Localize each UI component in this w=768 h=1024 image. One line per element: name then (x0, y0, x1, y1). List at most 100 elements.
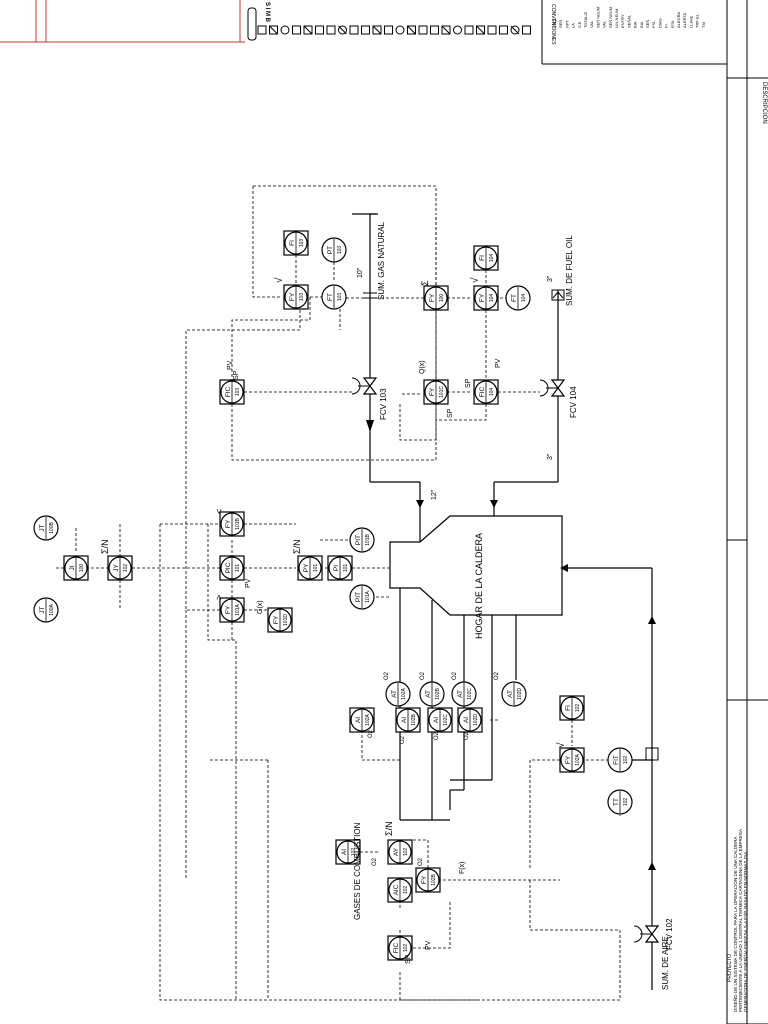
legend-symbol (395, 25, 405, 35)
annotation-fx: F(x) (459, 862, 466, 874)
instrument-number: 102 (351, 848, 357, 857)
legend-symbol (280, 25, 290, 35)
annotation-lt: < (214, 509, 224, 514)
instrument-number: 100 (439, 294, 445, 303)
annotation-pv_fic103: PV (227, 360, 234, 370)
legend-item: LA (571, 23, 576, 28)
instrument-tag: AT (391, 690, 398, 698)
legend-item: BIA (639, 21, 644, 28)
instrument-tag: JT (39, 524, 46, 531)
instrument-tag: FY (429, 293, 436, 302)
instrument-tag: AI (355, 717, 362, 723)
furnace-label: HOGAR DE LA CALDERA (474, 533, 484, 639)
process-labels: HOGAR DE LA CALDERA SUM. GAS NATURAL SUM… (353, 221, 674, 990)
legend-item: ALEGRA (676, 11, 681, 28)
instrument-tag: AT (425, 690, 432, 698)
instrument-number: 102 (575, 704, 581, 713)
conventions-header: CONVENCIONES (550, 4, 556, 45)
annotation-sqrt_2: √ (469, 277, 481, 283)
instrument-tag: FI (479, 255, 486, 261)
pipe-12-label: 12" (431, 489, 438, 500)
instrument-number: 101A (235, 604, 241, 616)
legend-item: RTA (670, 20, 675, 28)
instrument-tag: FY (421, 875, 428, 884)
annotation-gt: > (214, 595, 224, 600)
legend-symbol (349, 25, 359, 35)
instrument-tag: FIC (479, 386, 486, 397)
instrument-tag: FT (511, 294, 518, 302)
annotation-sum_n_2: Σ/N (292, 539, 302, 554)
fcv103-label: FCV 103 (379, 388, 388, 420)
legend-symbol (510, 25, 520, 35)
instrument-number: 102 (623, 798, 629, 807)
signal-lines (56, 185, 621, 1001)
instrument-tag: FY (289, 292, 296, 301)
legend-symbol (257, 25, 267, 35)
instrument-tag: FY (225, 519, 232, 528)
annotation-sqrt_1: √ (273, 277, 285, 283)
title-block: DESCRIPCION PROYECTO DISEÑO DE UN SISTEM… (727, 82, 767, 1012)
legend-item: S.E (577, 21, 582, 28)
process-lines (351, 213, 660, 990)
legend-symbol (464, 25, 474, 35)
legend-item: ENTRY (620, 14, 625, 28)
instrument-tag: JI (69, 565, 76, 570)
legend-item: SEÑ NEUM (595, 7, 600, 28)
instrument-number: 102B (435, 688, 441, 700)
legend-item: VAL (589, 20, 594, 28)
instrument-number: 102A (575, 754, 581, 766)
instrument-number: 102B (411, 714, 417, 726)
annotation-o2_at_c: O2 (452, 671, 458, 680)
annotation-qx: Q(x) (419, 360, 426, 374)
annotation-sp_fic103: SP (233, 370, 240, 380)
legend-item: TRF-EL (695, 13, 700, 28)
legend-item: SEÑ (558, 20, 563, 28)
instrument-number: 103 (337, 246, 343, 255)
instrument-tag: PI (333, 565, 340, 571)
annotation-o2_c: O2 (434, 731, 440, 740)
instrument-tag: PIT (355, 535, 362, 545)
instrument-number: 102D (517, 688, 523, 700)
project-line-1: DISEÑO DE UN SISTEMA DE CONTROL PARA LA … (732, 835, 738, 1012)
instrument-number: 104 (521, 294, 527, 303)
legend-symbol (407, 25, 416, 35)
project-line-3: GENERADORA DE ENERGIA EMGESA S.A ESP, BA… (743, 850, 748, 1012)
instrument-number: 103 (235, 388, 241, 397)
legend-item: VAL (602, 20, 607, 28)
legend-symbol (453, 25, 462, 35)
annotation-o2_at_d: O2 (494, 671, 500, 680)
instrument-tag: AIC (393, 884, 400, 895)
pipe-10-label: 10" (357, 267, 364, 278)
annotation-o2_b: O2 (400, 735, 406, 744)
instrument-tag: AT (507, 690, 514, 698)
annotation-pv_fic104: PV (495, 358, 502, 368)
legend-symbol (430, 25, 439, 35)
instrument-number: 100A (49, 604, 55, 616)
instrument-number: 103 (299, 239, 305, 248)
legend-item: NPT (564, 19, 569, 28)
description-header: DESCRIPCION (761, 82, 767, 124)
legend-symbol (522, 25, 531, 35)
annotation-sp_fic104a: SP (447, 408, 454, 418)
annotation-o2_at_b: O2 (420, 671, 426, 680)
instrument-tag: FIC (393, 942, 400, 953)
legend-symbol (361, 25, 370, 35)
